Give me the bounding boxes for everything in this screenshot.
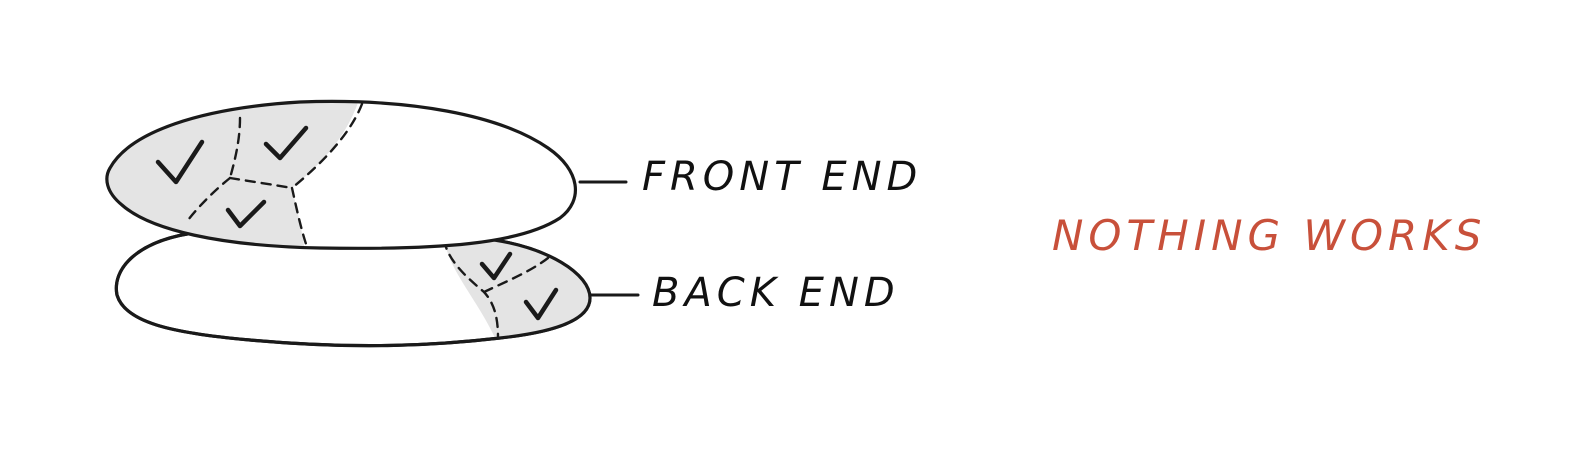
- check-mark-icon: [479, 251, 513, 281]
- front-end-label: FRONT END: [642, 154, 922, 200]
- front-end-layer: [105, 99, 628, 250]
- check-mark-icon: [155, 139, 205, 185]
- front-end-divider: [290, 102, 364, 190]
- front-end-divider: [228, 176, 294, 190]
- front-end-divider: [186, 176, 232, 222]
- back-end-divider: [482, 256, 550, 294]
- back-end-label: BACK END: [652, 270, 900, 316]
- check-mark-icon: [523, 287, 559, 321]
- front-end-divider: [228, 116, 242, 180]
- front-end-done-region: [106, 101, 362, 249]
- check-mark-icon: [225, 199, 267, 229]
- nothing-works-headline: NOTHING WORKS: [1052, 211, 1486, 260]
- front-end-blob-outline: [105, 99, 577, 250]
- front-end-divider: [290, 186, 308, 246]
- check-mark-icon: [263, 125, 309, 161]
